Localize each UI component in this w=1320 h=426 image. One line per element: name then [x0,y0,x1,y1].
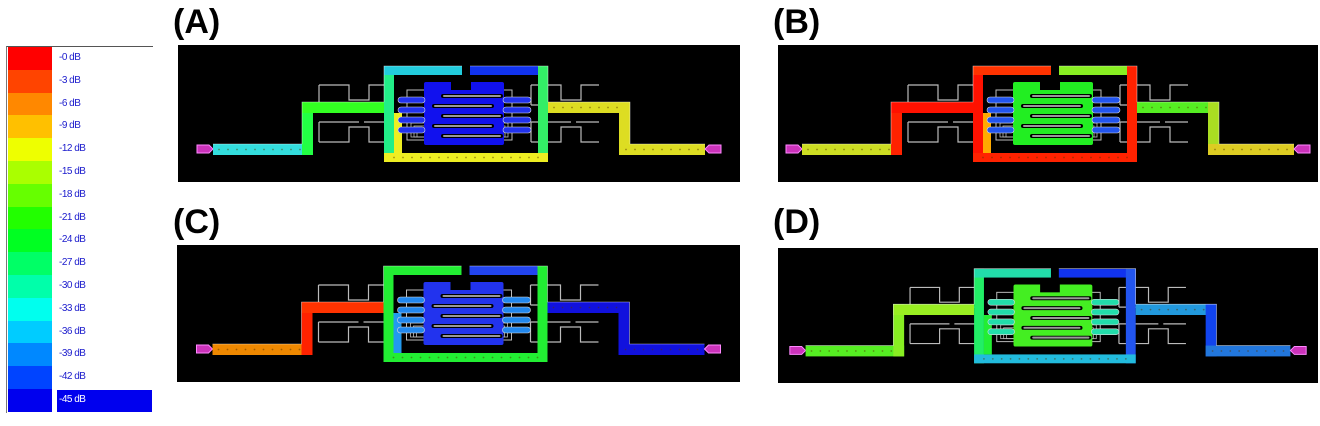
circuit-diagram-c [196,265,721,362]
legend-label: -30 dB [59,280,86,291]
legend-label: -39 dB [59,348,86,360]
legend-label: -45 dB [59,394,86,405]
legend-label: -18 dB [59,188,86,200]
panel-label-c: (C) [173,203,221,241]
legend-label: -12 dB [59,143,86,155]
legend-swatch [8,47,52,70]
legend-label: -33 dB [59,302,86,314]
legend-label: -0 dB [59,52,81,63]
panel-d [778,248,1318,383]
legend-swatch [8,138,52,161]
legend-swatch [8,275,52,298]
legend-selected-highlight [57,389,152,412]
legend-label: -6 dB [59,97,81,109]
legend-label: -27 dB [59,257,86,269]
legend-swatch [8,183,52,207]
panel-c [177,245,740,382]
circuit-diagram-d [789,268,1307,364]
legend-label: -36 dB [59,325,86,337]
legend-swatch [8,115,52,139]
legend-swatch [8,161,52,184]
legend-swatch [8,69,52,93]
legend-swatch [8,297,52,321]
panel-a [178,45,740,182]
panel-label-b: (B) [773,3,821,41]
legend-swatch [8,252,52,275]
circuit-diagram-b [785,65,1311,162]
legend-label: -21 dB [59,211,86,223]
panel-label-d: (D) [773,203,821,241]
legend-swatch [8,389,52,412]
panel-label-a: (A) [173,3,221,41]
legend-swatch [8,320,52,344]
legend-swatch [8,366,52,389]
legend-swatch [8,229,52,253]
legend-label: -42 dB [59,371,86,383]
panel-b [778,45,1318,182]
legend-label: -24 dB [59,234,86,246]
color-legend: -0 dB -3 dB -6 dB -9 dB -12 dB -15 dB -18 dB -2… [6,46,153,413]
legend-swatch [8,343,52,367]
legend-label: -3 dB [59,74,81,86]
legend-swatch [8,206,52,230]
circuit-diagram-a [196,65,722,162]
legend-label: -15 dB [59,166,86,177]
legend-label: -9 dB [59,120,81,132]
legend-swatch [8,92,52,116]
